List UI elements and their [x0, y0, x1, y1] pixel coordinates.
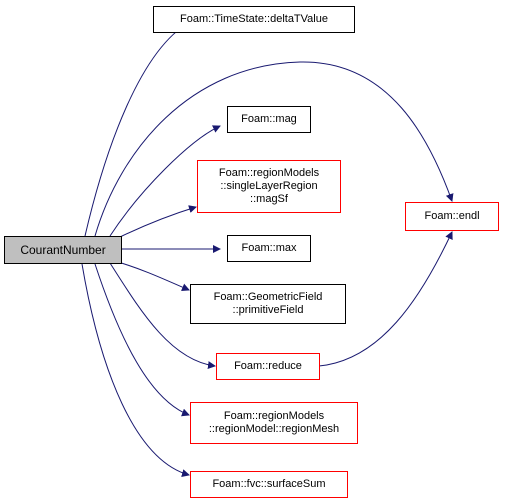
node-label: Foam::fvc::surfaceSum	[212, 478, 326, 490]
node-geometricfield-primitivefield[interactable]: Foam::GeometricField ::primitiveField	[190, 284, 346, 324]
node-label: Foam::TimeState::deltaTValue	[180, 13, 328, 25]
node-courant-number: CourantNumber	[4, 236, 122, 264]
node-foam-mag[interactable]: Foam::mag	[227, 106, 311, 133]
node-timestate-deltatvalue[interactable]: Foam::TimeState::deltaTValue	[153, 6, 355, 33]
node-label: Foam::mag	[241, 113, 297, 125]
node-label-line-1: Foam::GeometricField	[213, 291, 323, 303]
node-label-line-2: ::regionModel::regionMesh	[208, 423, 340, 435]
node-label: Foam::reduce	[234, 360, 302, 372]
edge-root-surfaceSum	[81, 263, 190, 477]
node-label: Foam::max	[241, 242, 297, 254]
node-foam-endl[interactable]: Foam::endl	[405, 202, 499, 231]
node-singlelayerregion-magsf[interactable]: Foam::regionModels ::singleLayerRegion :…	[197, 160, 341, 213]
node-fvc-surfacesum[interactable]: Foam::fvc::surfaceSum	[190, 471, 348, 498]
edge-root-mag	[109, 125, 221, 237]
node-label-line-2: ::primitiveField	[232, 304, 304, 316]
node-label-line-1: Foam::regionModels	[218, 167, 320, 179]
node-label-line-3: ::magSf	[250, 193, 288, 205]
node-label: Foam::endl	[424, 210, 480, 222]
node-regionmodel-regionmesh[interactable]: Foam::regionModels ::regionModel::region…	[190, 402, 358, 444]
node-foam-reduce[interactable]: Foam::reduce	[216, 353, 320, 380]
edge-root-primitive	[117, 261, 190, 291]
edge-root-reduce	[109, 262, 216, 370]
node-label-line-2: ::singleLayerRegion	[220, 180, 318, 192]
edge-root-endl-top	[94, 61, 454, 237]
edge-reduce-endl	[318, 231, 453, 367]
node-label: CourantNumber	[20, 242, 106, 257]
edge-root-magSf	[119, 205, 197, 238]
node-label-line-1: Foam::regionModels	[223, 410, 325, 422]
edge-root-deltaT	[84, 21, 191, 237]
node-foam-max[interactable]: Foam::max	[227, 235, 311, 262]
edge-root-regionMesh	[94, 263, 190, 417]
